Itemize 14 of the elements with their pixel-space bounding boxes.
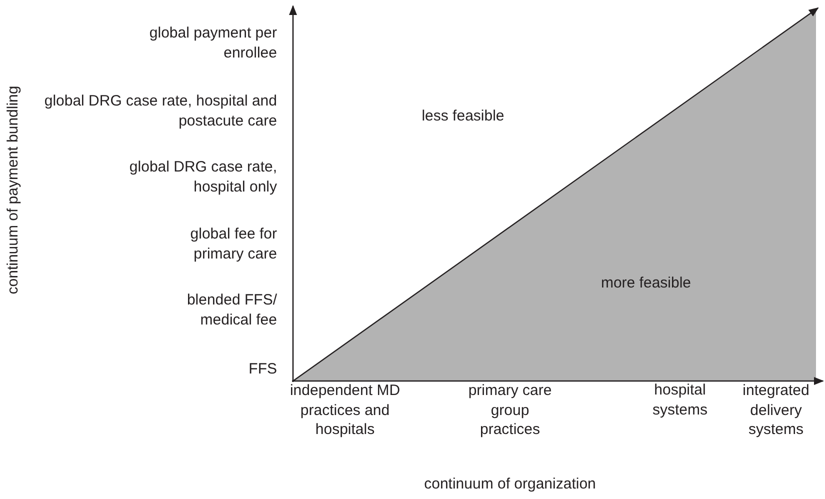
x-axis-category: independent MD practices and hospitals (288, 380, 402, 440)
x-axis-category: integrated delivery systems (742, 380, 810, 440)
y-axis-category: blended FFS/ medical fee (186, 290, 277, 330)
y-axis-category: global payment per enrollee (148, 24, 277, 62)
y-axis-category: global DRG case rate, hospital only (128, 158, 277, 196)
x-axis-category: hospital systems (651, 380, 708, 420)
region-label: less feasible (420, 106, 506, 126)
y-axis-category: global fee for primary care (189, 224, 277, 264)
y-axis-category: global DRG case rate, hospital and postacute care (43, 92, 277, 130)
x-axis-category: primary care group practices (467, 380, 553, 440)
axis-title: continuum of payment bundling (4, 86, 23, 294)
region-label: more feasible (600, 273, 692, 293)
y-axis-category: FFS (248, 359, 277, 379)
axis-title: continuum of organization (423, 474, 597, 494)
